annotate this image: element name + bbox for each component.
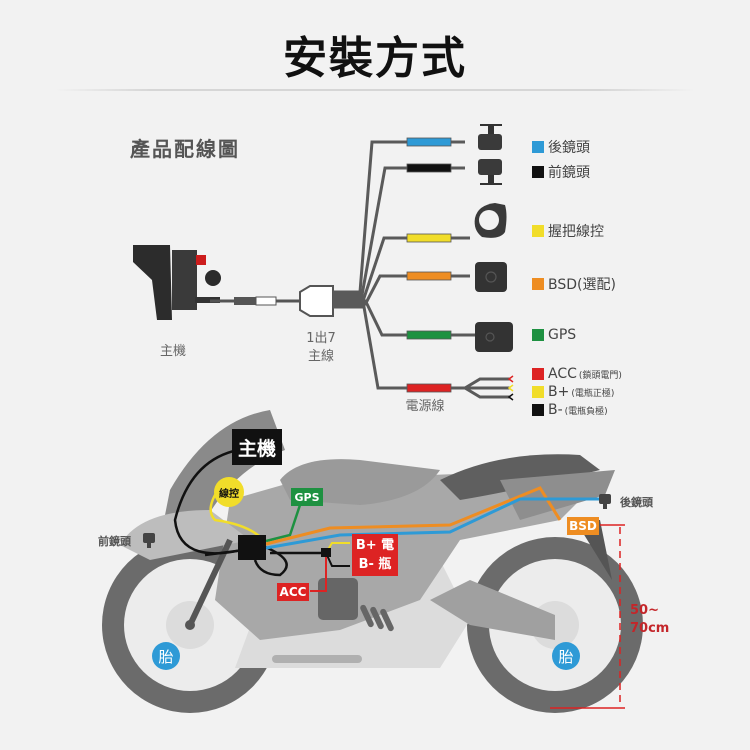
rear-camera-label: 後鏡頭 [620, 496, 653, 509]
legend-item-bplus: B+ (電瓶正極) [532, 384, 614, 400]
front-tire-label: 胎 [158, 647, 174, 666]
legend-item-remote: 握把線控 [532, 221, 604, 241]
acc-wire [310, 556, 327, 592]
gps-tag: GPS [291, 488, 323, 506]
legend-swatch [532, 404, 544, 416]
host-tag: 主機 [232, 429, 282, 465]
host-caption: 主機 [159, 344, 186, 359]
page-title: 安裝方式 [283, 33, 467, 84]
front-tire-badge [152, 642, 180, 670]
legend-item-acc: ACC(鎖頭電門) [532, 366, 622, 382]
legend-item-bsd: BSD(選配) [532, 274, 616, 294]
legend-item-gps: GPS [532, 327, 576, 343]
wiring-diagram [133, 124, 514, 401]
bsd-module-device [475, 262, 507, 292]
splitter-caption-line2: 主線 [307, 349, 334, 364]
legend-swatch [532, 225, 544, 237]
rear-camera-wire [265, 497, 600, 550]
title-divider [55, 89, 695, 91]
handlebar-remote-device [474, 203, 507, 238]
legend-swatch [532, 278, 544, 290]
front-camera-device [478, 159, 502, 185]
rear-tire-badge [552, 642, 580, 670]
front-camera-on-bike-icon [143, 533, 155, 548]
rear-camera-on-bike-icon [599, 494, 611, 509]
acc-tag: ACC [277, 583, 309, 601]
legend-item-bminus: B-(電瓶負極) [532, 402, 608, 418]
height-label: 50~70cm [630, 603, 670, 636]
splitter-caption-line1: 1出7 [306, 331, 336, 346]
splitter-connector [299, 285, 334, 317]
legend-swatch [532, 166, 544, 178]
host-wire [173, 448, 288, 577]
legend-swatch [532, 386, 544, 398]
legend-item-front-camera: 前鏡頭 [532, 162, 590, 182]
remote-tag: 線控 [214, 477, 244, 507]
legend-swatch [532, 368, 544, 380]
rear-camera-device [478, 124, 502, 150]
legend-swatch [532, 329, 544, 341]
rear-tire-label: 胎 [558, 647, 574, 666]
cable-sleeves [406, 137, 452, 393]
front-camera-label: 前鏡頭 [98, 535, 131, 548]
wiring-diagram-heading: 產品配線圖 [130, 137, 240, 161]
gps-wire [265, 504, 302, 543]
cable-connector [234, 297, 256, 305]
power-line-caption: 電源線 [405, 399, 445, 414]
bsd-tag: BSD [567, 517, 599, 535]
host-device-image [133, 245, 221, 320]
legend-swatch [532, 141, 544, 153]
remote-wire [209, 489, 264, 541]
power-junction [321, 548, 331, 557]
legend-item-rear-camera: 後鏡頭 [532, 137, 590, 157]
splitter-box [238, 535, 266, 560]
